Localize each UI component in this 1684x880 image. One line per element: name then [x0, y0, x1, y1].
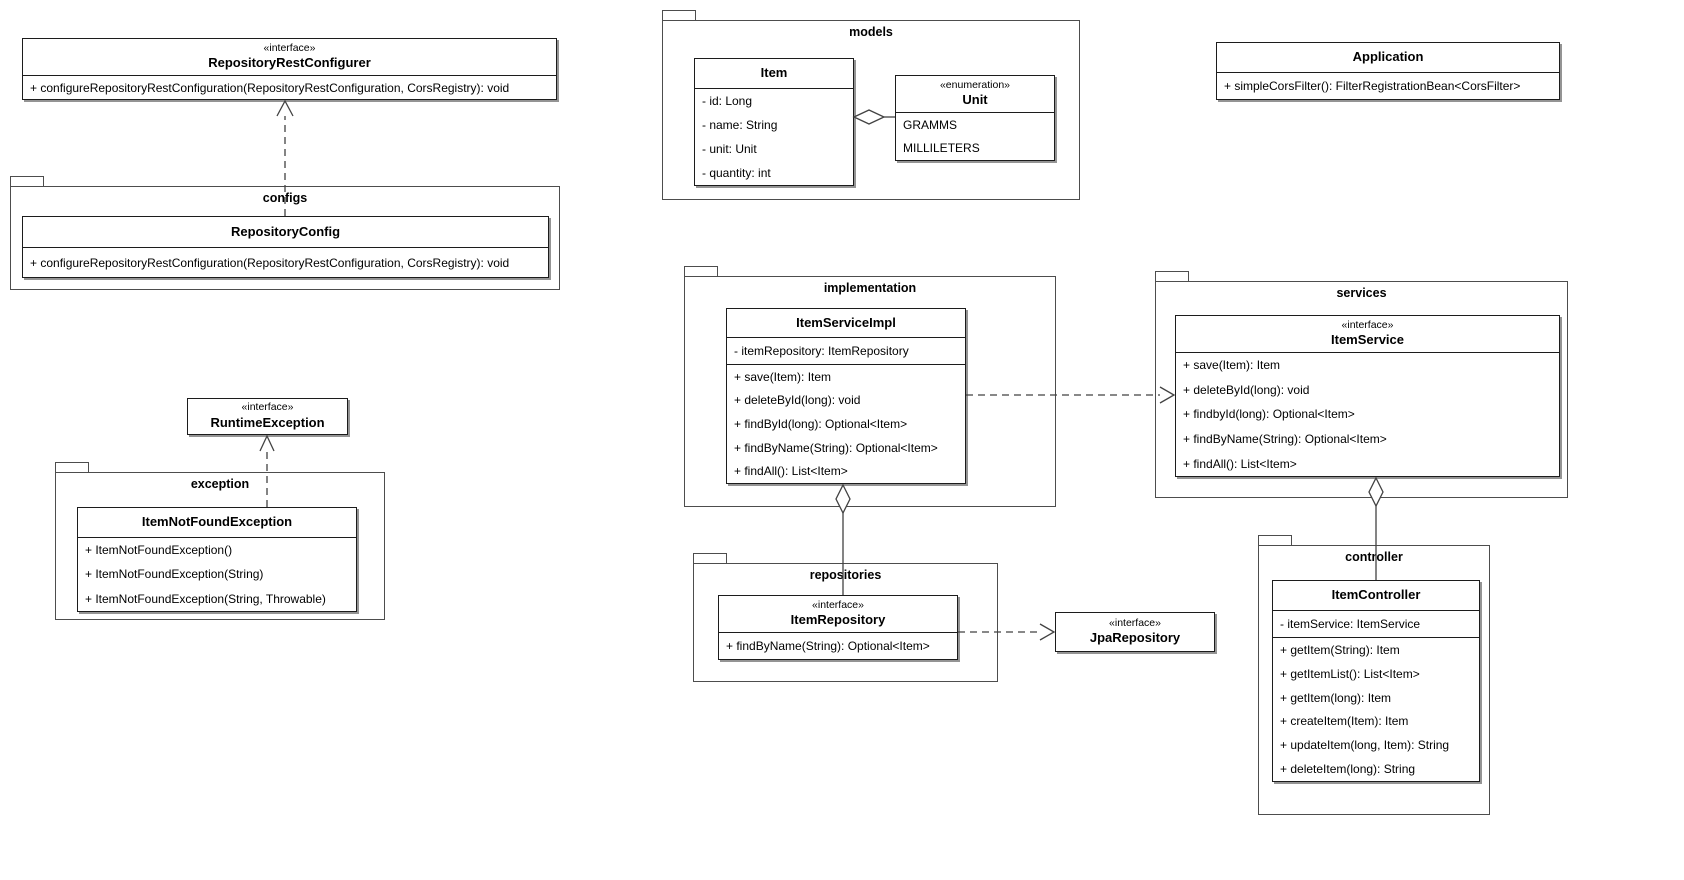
method: + updateItem(long, Item): String [1280, 738, 1450, 753]
method: + findByName(String): Optional<Item> [726, 639, 930, 653]
method: + getItem(String): Item [1280, 642, 1400, 657]
class-header: ItemServiceImpl [727, 309, 965, 338]
class-name: ItemRepository [790, 612, 886, 628]
class-name: RepositoryConfig [230, 223, 341, 239]
attribute: - id: Long [702, 94, 753, 108]
literal-compartment: GRAMMS MILLILETERS [896, 113, 1054, 160]
method: + findById(long): Optional<Item> [734, 416, 908, 431]
method: + findbyId(long): Optional<Item> [1183, 407, 1355, 422]
method: + findAll(): List<Item> [734, 464, 848, 479]
package-name: services [1336, 286, 1387, 300]
method: + findAll(): List<Item> [1183, 456, 1297, 471]
attribute-compartment: - id: Long - name: String - unit: Unit -… [695, 89, 853, 185]
interface-item-service: «interface» ItemService + save(Item): It… [1175, 315, 1560, 477]
class-header: RepositoryConfig [23, 217, 548, 248]
class-name: Item [760, 65, 788, 81]
stereotype-label: «interface» [241, 401, 294, 414]
method-compartment: + save(Item): Item + deleteById(long): v… [1176, 353, 1559, 476]
class-runtime-exception: «interface» RuntimeException [187, 398, 348, 435]
method: + save(Item): Item [1183, 358, 1281, 373]
package-name: configs [262, 191, 308, 205]
package-tab-models [662, 10, 696, 21]
method: + findByName(String): Optional<Item> [1183, 432, 1387, 447]
package-tab-exception [55, 462, 89, 473]
class-repository-rest-configurer: «interface» RepositoryRestConfigurer + c… [22, 38, 557, 100]
interface-item-repository: «interface» ItemRepository + findByName(… [718, 595, 958, 660]
class-name: ItemController [1331, 587, 1421, 603]
package-name: implementation [823, 281, 917, 295]
stereotype-label: «interface» [1109, 616, 1161, 629]
class-name: Unit [962, 92, 988, 108]
package-tab-configs [10, 176, 44, 187]
method-compartment: + getItem(String): Item + getItemList():… [1273, 637, 1479, 781]
method: + ItemNotFoundException() [85, 543, 233, 558]
method: + ItemNotFoundException(String, Throwabl… [85, 591, 326, 606]
attribute: - itemService: ItemService [1280, 617, 1421, 631]
class-item-service-impl: ItemServiceImpl - itemRepository: ItemRe… [726, 308, 966, 484]
class-item-controller: ItemController - itemService: ItemServic… [1272, 580, 1480, 782]
method-compartment: + simpleCorsFilter(): FilterRegistration… [1217, 73, 1559, 99]
class-item-not-found-exception: ItemNotFoundException + ItemNotFoundExce… [77, 507, 357, 612]
method: + save(Item): Item [734, 369, 832, 384]
package-tab-services [1155, 271, 1189, 282]
package-name: exception [190, 477, 250, 491]
method-compartment: + ItemNotFoundException() + ItemNotFound… [78, 538, 356, 611]
package-name: controller [1345, 550, 1403, 564]
method: + deleteItem(long): String [1280, 762, 1416, 777]
package-tab-controller [1258, 535, 1292, 546]
attribute: - unit: Unit [702, 142, 757, 156]
method: + configureRepositoryRestConfiguration(R… [30, 80, 510, 95]
class-header: «interface» ItemRepository [719, 596, 957, 633]
method: + simpleCorsFilter(): FilterRegistration… [1224, 79, 1521, 93]
class-name: Application [1352, 49, 1424, 65]
package-name: repositories [809, 568, 882, 582]
method-compartment: + save(Item): Item + deleteById(long): v… [727, 364, 965, 483]
package-tab-repositories [693, 553, 727, 564]
enumeration-unit: «enumeration» Unit GRAMMS MILLILETERS [895, 75, 1055, 161]
class-name: ItemNotFoundException [141, 514, 293, 530]
class-name: RepositoryRestConfigurer [208, 55, 371, 71]
method: + deleteById(long): void [734, 393, 861, 408]
package-name: models [849, 25, 893, 39]
class-application: Application + simpleCorsFilter(): Filter… [1216, 42, 1560, 100]
attribute: - itemRepository: ItemRepository [734, 344, 909, 358]
attribute-compartment: - itemRepository: ItemRepository [727, 338, 965, 364]
enum-literal: GRAMMS [903, 117, 957, 132]
class-name: ItemService [1331, 332, 1404, 348]
method: + getItem(long): Item [1280, 690, 1392, 705]
method: + configureRepositoryRestConfiguration(R… [30, 255, 510, 270]
method: + deleteById(long): void [1183, 382, 1310, 397]
class-header: «enumeration» Unit [896, 76, 1054, 113]
method: + ItemNotFoundException(String) [85, 567, 264, 582]
stereotype-label: «interface» [812, 598, 864, 611]
stereotype-label: «interface» [1341, 318, 1394, 331]
attribute-compartment: - itemService: ItemService [1273, 611, 1479, 637]
class-repository-config: RepositoryConfig + configureRepositoryRe… [22, 216, 549, 278]
class-name: RuntimeException [210, 414, 325, 430]
class-item: Item - id: Long - name: String - unit: U… [694, 58, 854, 186]
class-header: «interface» RepositoryRestConfigurer [23, 39, 556, 76]
class-name: JpaRepository [1089, 630, 1181, 646]
method: + getItemList(): List<Item> [1280, 666, 1420, 681]
class-header: «interface» RuntimeException [188, 399, 347, 434]
class-header: «interface» ItemService [1176, 316, 1559, 353]
class-header: Item [695, 59, 853, 89]
class-header: ItemController [1273, 581, 1479, 611]
attribute: - quantity: int [702, 166, 771, 180]
attribute: - name: String [702, 118, 778, 132]
stereotype-label: «enumeration» [939, 78, 1011, 91]
class-header: Application [1217, 43, 1559, 73]
interface-jpa-repository: «interface» JpaRepository [1055, 612, 1215, 652]
class-header: «interface» JpaRepository [1056, 613, 1214, 651]
class-name: ItemServiceImpl [796, 314, 896, 330]
class-header: ItemNotFoundException [78, 508, 356, 538]
method: + createItem(Item): Item [1280, 714, 1409, 729]
method-compartment: + configureRepositoryRestConfiguration(R… [23, 76, 556, 99]
method-compartment: + configureRepositoryRestConfiguration(R… [23, 248, 548, 277]
method: + findByName(String): Optional<Item> [734, 440, 938, 455]
package-tab-implementation [684, 266, 718, 277]
stereotype-label: «interface» [263, 41, 316, 54]
enum-literal: MILLILETERS [903, 141, 980, 156]
method-compartment: + findByName(String): Optional<Item> [719, 633, 957, 659]
